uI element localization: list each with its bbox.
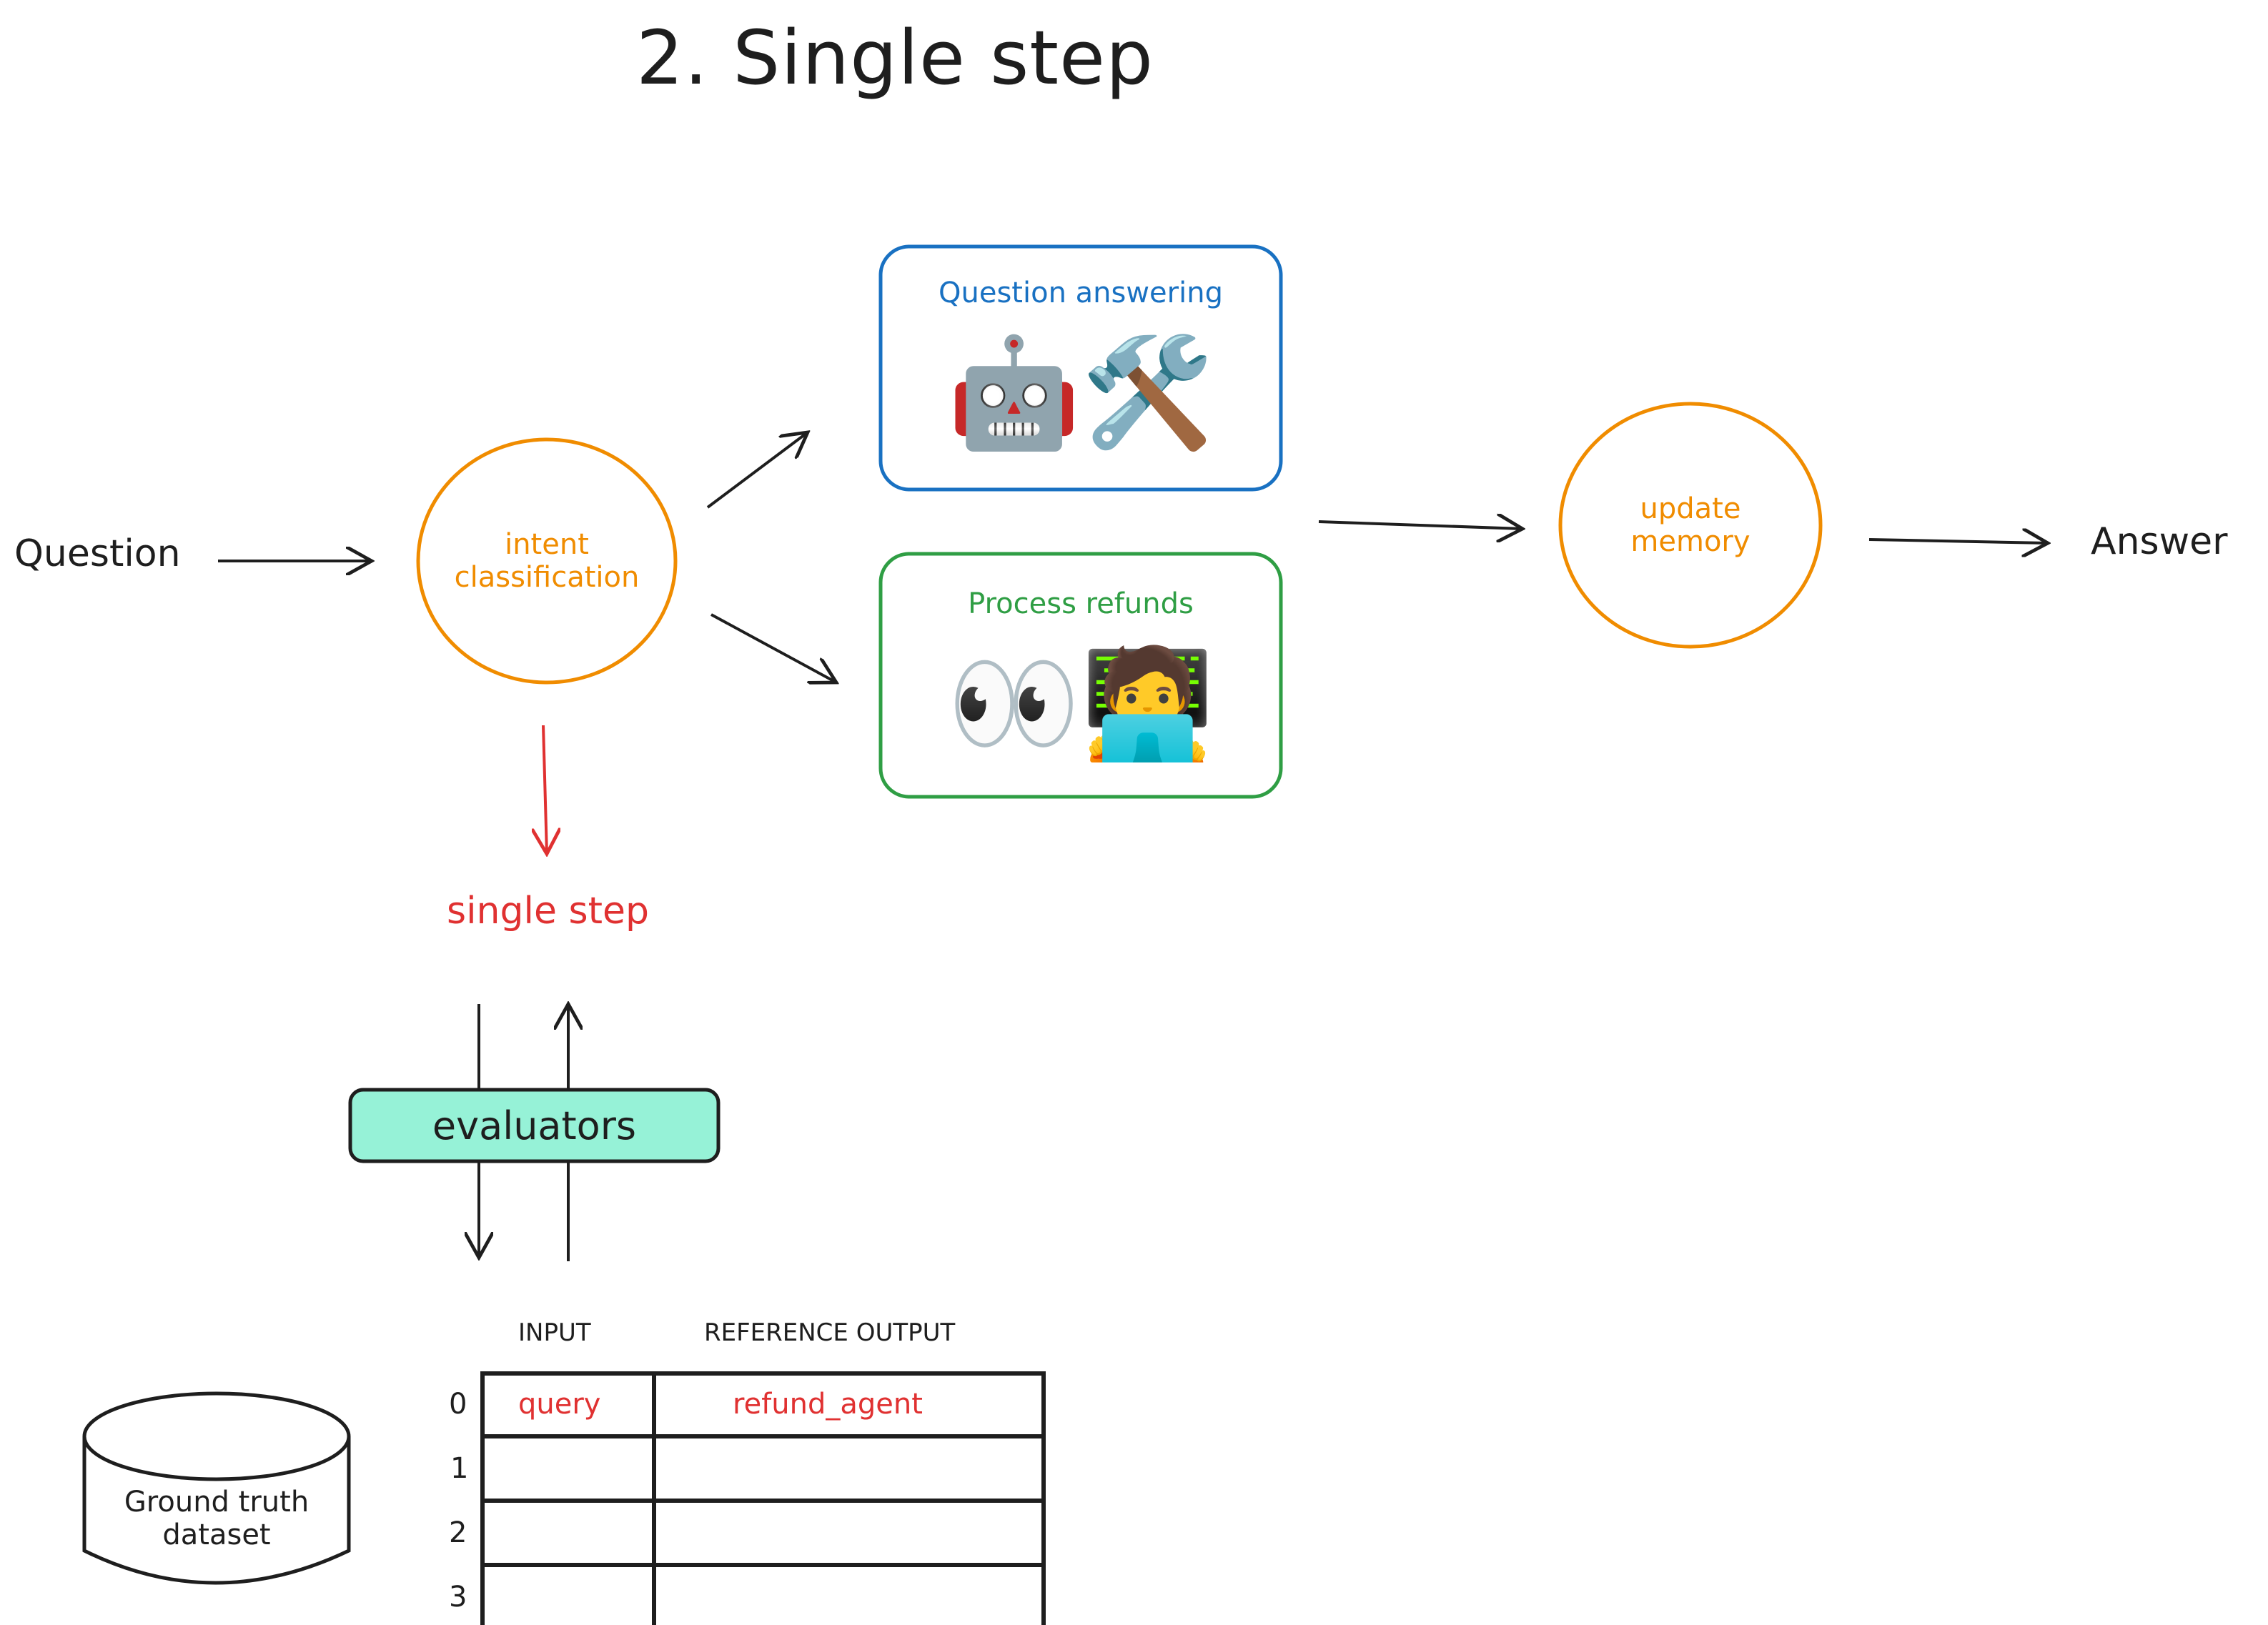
table-cell-reference-output: refund_agent [733,1388,923,1421]
row-index: 0 [449,1388,467,1421]
arrow-intent-to-single-step [543,725,547,854]
reference-table-grid [480,1371,1046,1625]
qa-box-title: Question answering [939,277,1223,309]
row-index: 2 [449,1516,467,1549]
refunds-box-icons: 👀🧑‍💻 [947,642,1214,766]
question-label: Question [14,532,181,575]
refunds-box-title: Process refunds [968,587,1194,620]
table-cell-input: query [518,1388,601,1421]
evaluators-label: evaluators [432,1103,637,1148]
dataset-label: Ground truth dataset [124,1486,310,1551]
answer-label: Answer [2091,520,2228,563]
arrow-intent-to-qa [706,432,808,509]
table-header-reference-output: REFERENCE OUTPUT [704,1318,956,1347]
arrow-to-memory [1318,522,1522,529]
arrow-to-answer [1868,540,2048,543]
arrow-intent-to-refunds [710,613,836,682]
memory-node-circle [1558,402,1823,649]
update-memory-label: update memory [1630,492,1750,558]
refunds-box-frame [878,552,1283,799]
table-header-input: INPUT [518,1318,591,1347]
intent-classification-label: intent classification [454,528,640,594]
page-title: 2. Single step [636,14,1154,101]
qa-box-icons: 🤖🛠️ [947,331,1214,455]
row-index: 1 [450,1452,469,1485]
intent-node-circle [416,437,678,685]
row-index: 3 [449,1581,467,1614]
evaluators-box [348,1088,720,1163]
qa-box-frame [878,244,1283,492]
dataset-cylinder [82,1391,351,1585]
single-step-label: single step [447,890,649,933]
